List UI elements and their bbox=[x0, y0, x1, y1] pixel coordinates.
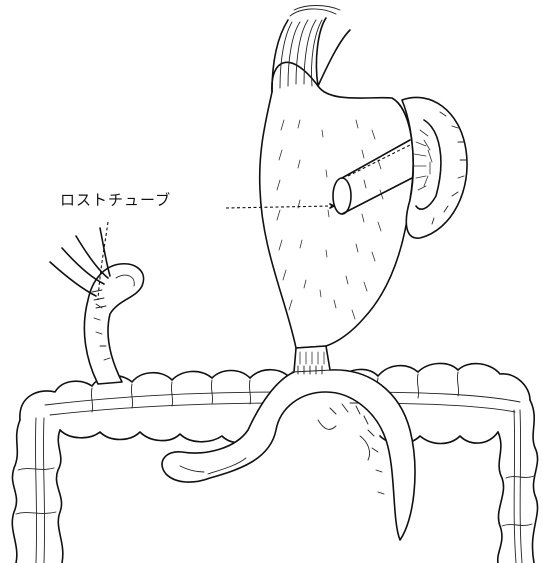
tube-label: ロストチューブ bbox=[60, 189, 171, 210]
stomach bbox=[260, 6, 413, 349]
small-bowel-limb bbox=[50, 222, 144, 384]
